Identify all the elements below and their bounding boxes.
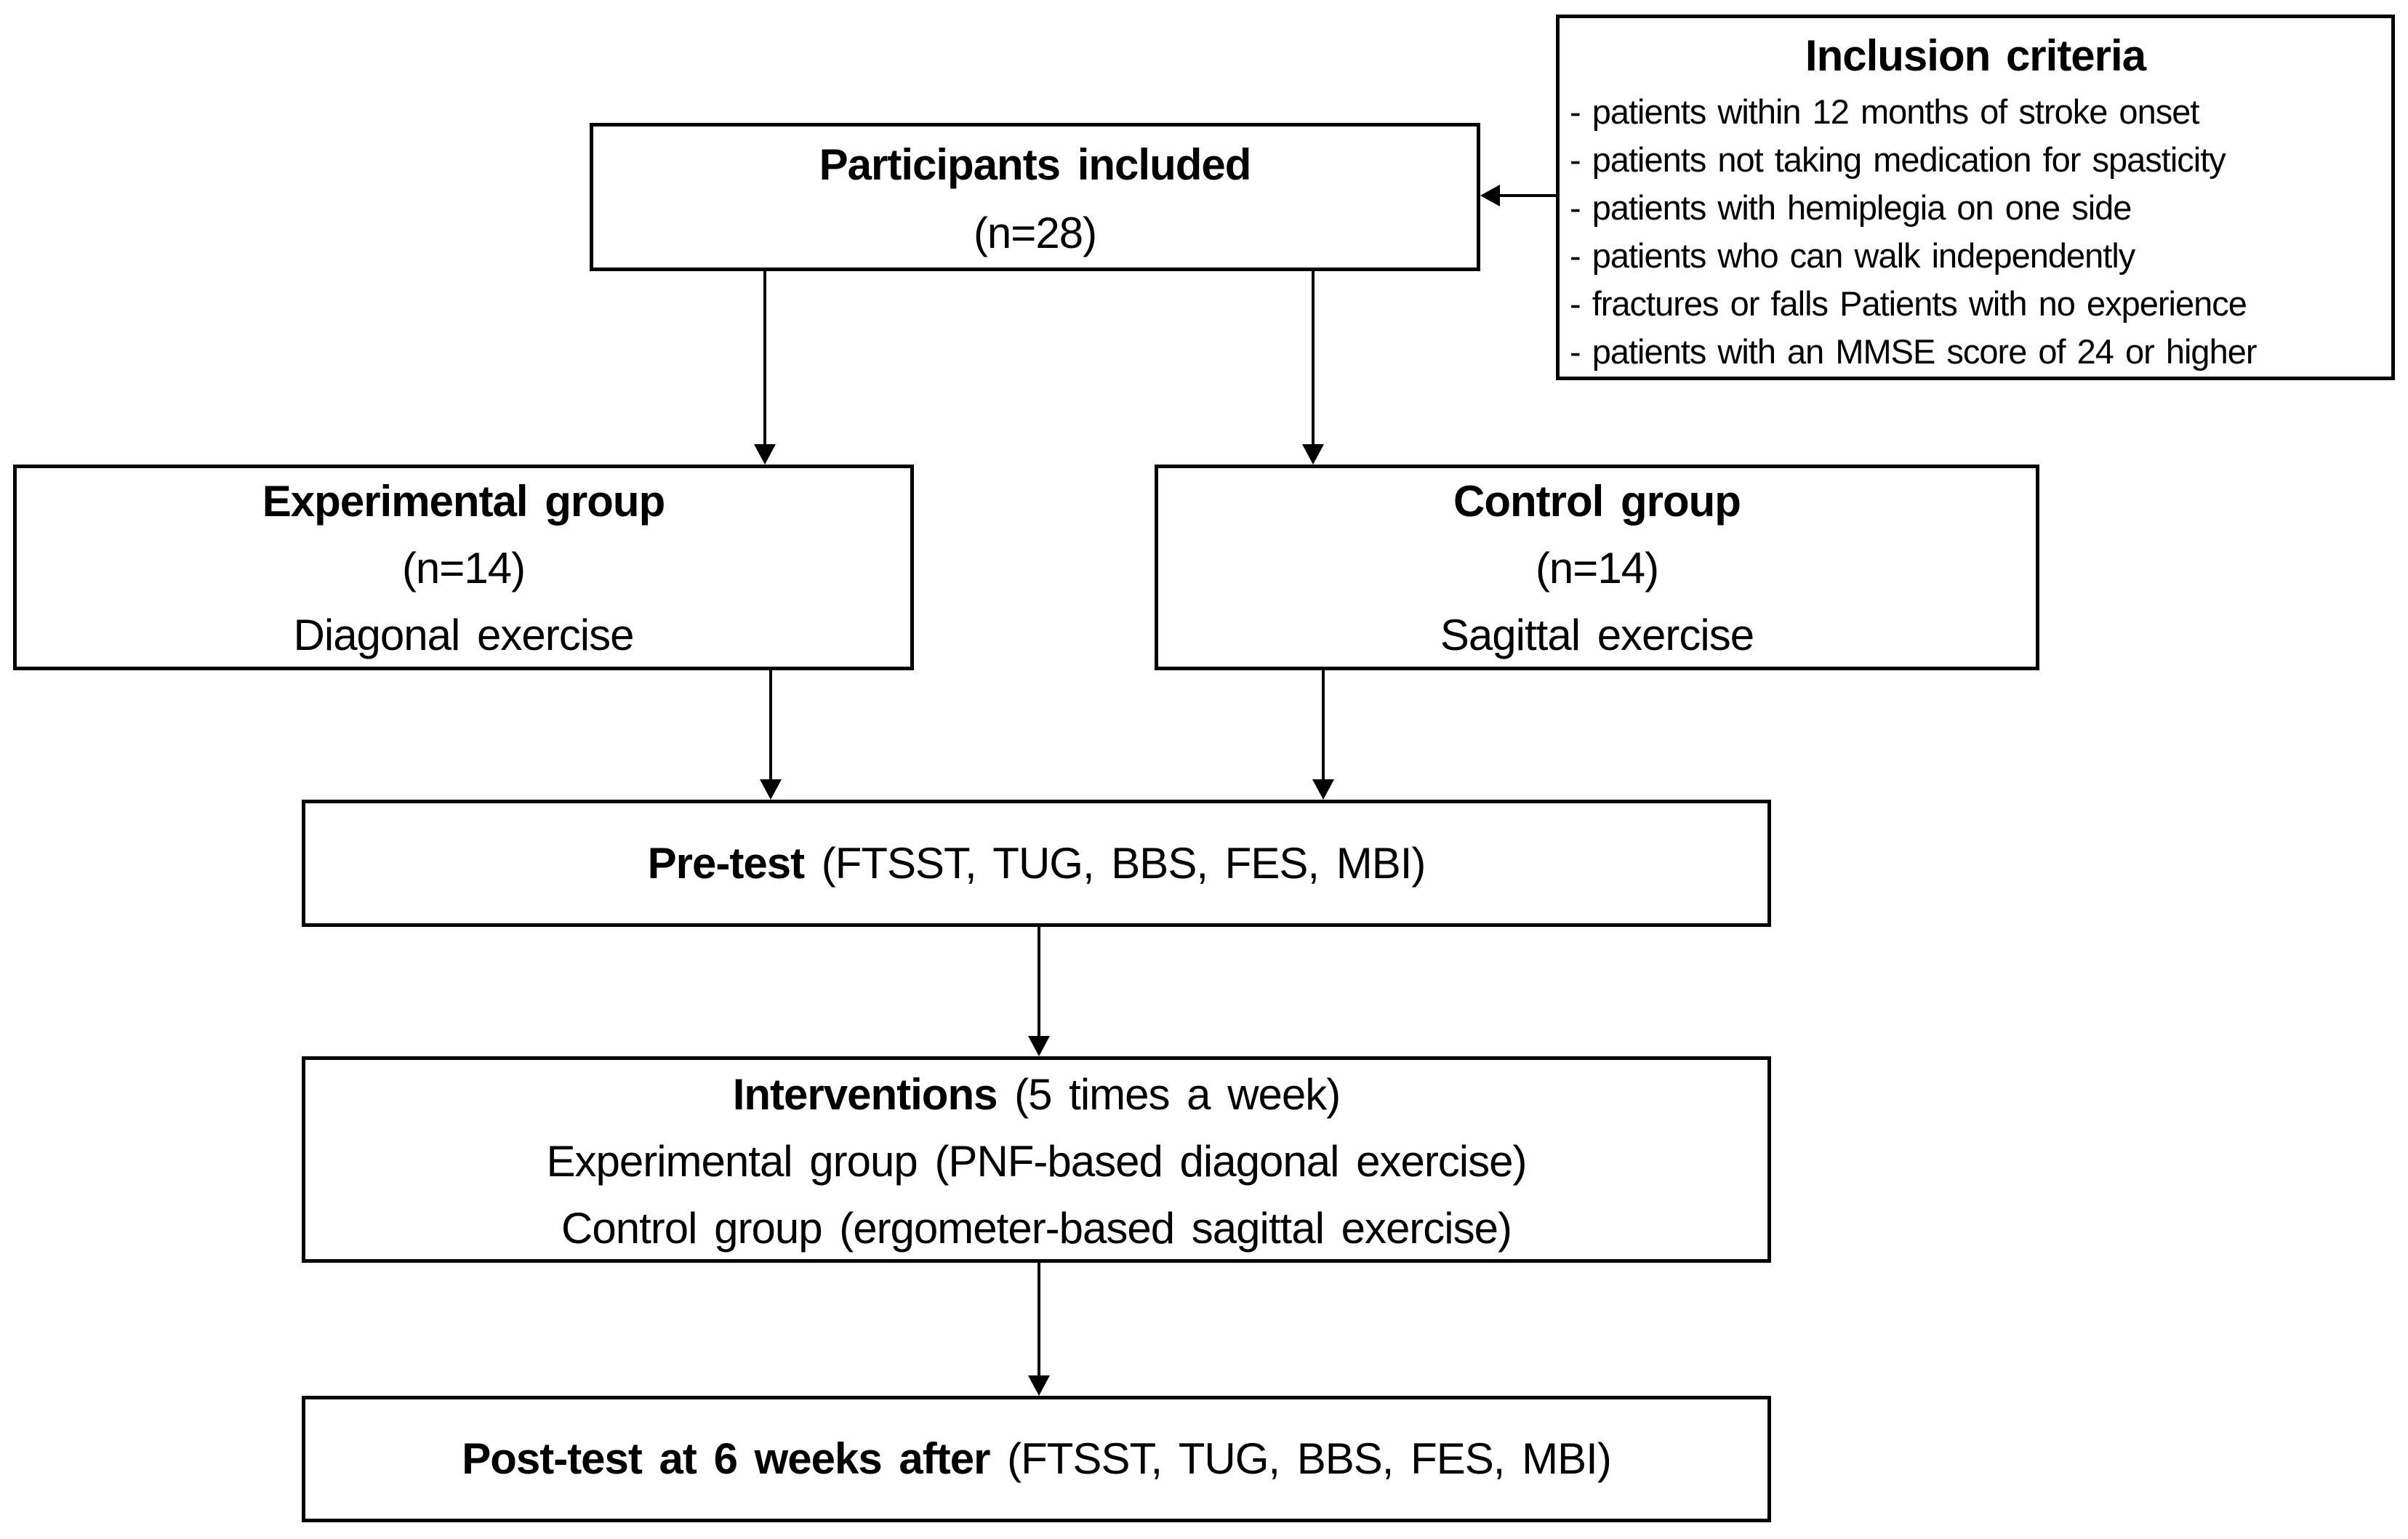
interventions-line1-bold: Interventions	[732, 1070, 998, 1119]
arrowhead-down-icon	[754, 444, 776, 465]
interventions-line2: Experimental group (PNF-based diagonal e…	[546, 1137, 1527, 1186]
inclusion-item: - patients not taking medication for spa…	[1570, 140, 2226, 179]
arrowhead-left-icon	[1480, 185, 1500, 206]
connector-interventions-to-posttest	[1038, 1263, 1040, 1377]
inclusion-criteria-box: Inclusion criteria - patients within 12 …	[1556, 15, 2395, 380]
connector-pretest-to-interventions	[1038, 927, 1040, 1037]
arrowhead-down-icon	[1302, 444, 1324, 465]
interventions-line3: Control group (ergometer-based sagittal …	[561, 1204, 1512, 1253]
connector-experimental-to-pretest	[769, 670, 772, 781]
arrowhead-down-icon	[1028, 1375, 1050, 1396]
pretest-label-bold: Pre-test	[647, 838, 805, 888]
posttest-label-bold: Post-test at 6 weeks after	[462, 1434, 990, 1483]
connector-inclusion-to-participants	[1498, 194, 1556, 197]
control-group-exercise: Sagittal exercise	[1440, 611, 1754, 659]
inclusion-item: - patients with hemiplegia on one side	[1570, 188, 2132, 227]
arrowhead-down-icon	[1312, 779, 1334, 800]
participants-box: Participants included (n=28)	[590, 123, 1480, 271]
inclusion-criteria-title: Inclusion criteria	[1805, 31, 2146, 80]
control-group-box: Control group (n=14) Sagittal exercise	[1155, 465, 2039, 670]
control-group-n: (n=14)	[1535, 544, 1659, 592]
pretest-label: Pre-test (FTSST, TUG, BBS, FES, MBI)	[648, 830, 1426, 897]
control-group-title: Control group	[1453, 477, 1741, 526]
connector-participants-to-control	[1312, 271, 1315, 446]
inclusion-item: - fractures or falls Patients with no ex…	[1570, 284, 2247, 323]
posttest-label-rest: (FTSST, TUG, BBS, FES, MBI)	[990, 1434, 1612, 1483]
experimental-group-title: Experimental group	[262, 477, 665, 526]
interventions-line1: Interventions (5 times a week)	[305, 1061, 1767, 1128]
participants-n: (n=28)	[973, 209, 1097, 257]
experimental-group-box: Experimental group (n=14) Diagonal exerc…	[13, 465, 914, 670]
experimental-group-n: (n=14)	[401, 544, 526, 592]
connector-participants-to-experimental	[763, 271, 766, 446]
interventions-line1-rest: (5 times a week)	[997, 1070, 1341, 1119]
connector-control-to-pretest	[1322, 670, 1325, 781]
posttest-box: Post-test at 6 weeks after (FTSST, TUG, …	[302, 1396, 1771, 1522]
pretest-box: Pre-test (FTSST, TUG, BBS, FES, MBI)	[302, 800, 1771, 927]
participants-title: Participants included	[819, 140, 1252, 189]
inclusion-item: - patients who can walk independently	[1570, 236, 2135, 275]
interventions-box: Interventions (5 times a week) Experimen…	[302, 1056, 1771, 1263]
arrowhead-down-icon	[760, 779, 782, 800]
inclusion-item: - patients within 12 months of stroke on…	[1570, 92, 2199, 131]
arrowhead-down-icon	[1028, 1036, 1050, 1056]
posttest-label: Post-test at 6 weeks after (FTSST, TUG, …	[462, 1426, 1612, 1492]
inclusion-item: - patients with an MMSE score of 24 or h…	[1570, 332, 2258, 371]
experimental-group-exercise: Diagonal exercise	[293, 611, 635, 659]
pretest-label-rest: (FTSST, TUG, BBS, FES, MBI)	[804, 838, 1426, 888]
